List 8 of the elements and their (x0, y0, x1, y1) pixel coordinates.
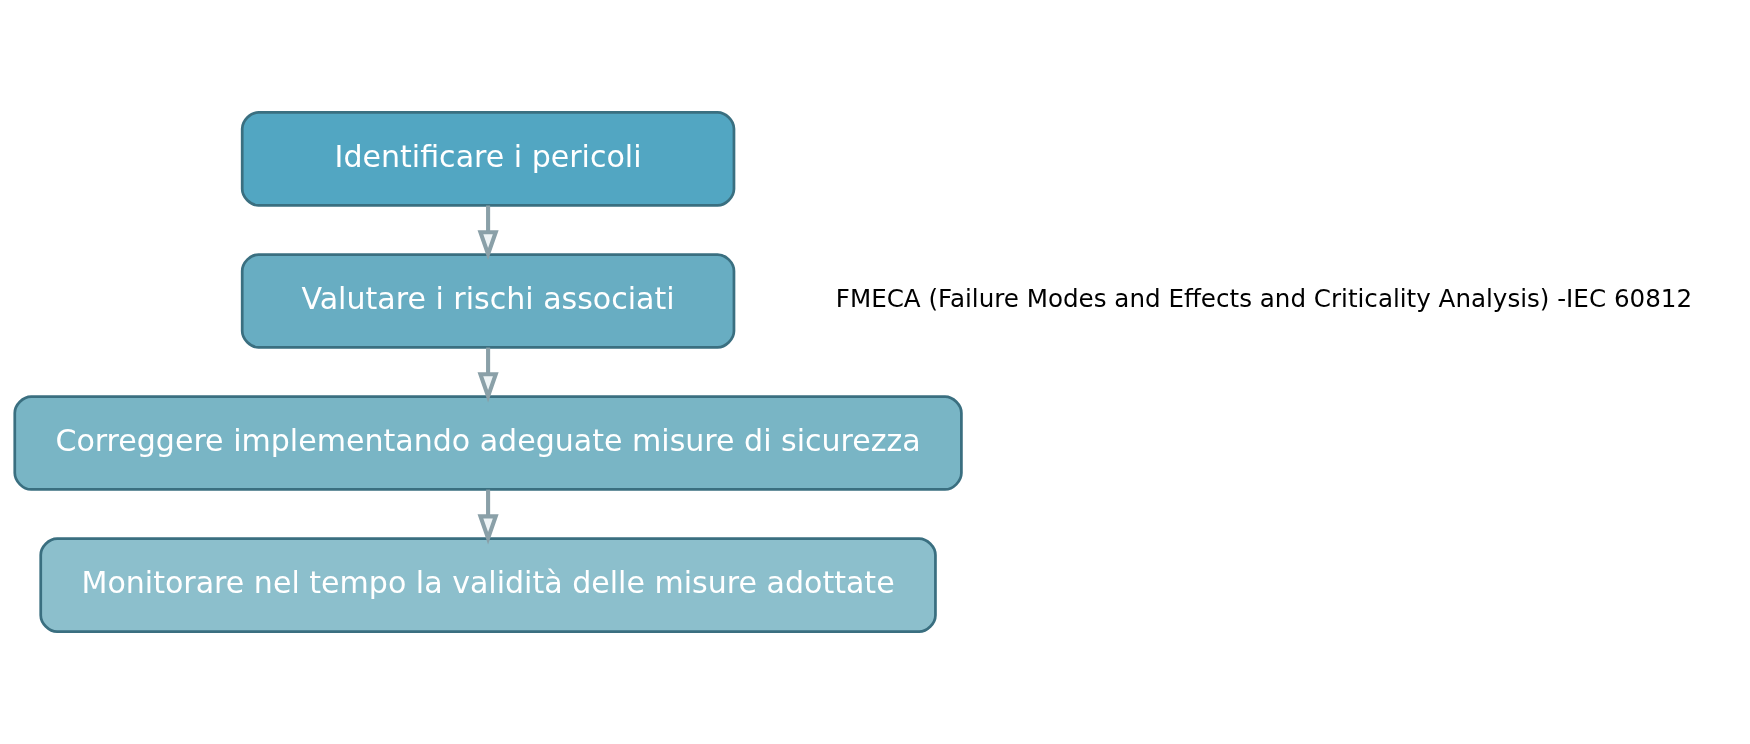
node-box: Identificare i pericoli (240, 111, 736, 207)
arrow (477, 347, 499, 403)
arrow (477, 489, 499, 545)
arrow (477, 205, 499, 261)
node-box: Valutare i rischi associati (240, 253, 736, 349)
label: FMECA (Failure Modes and Effects and Criticality Analysis) -IEC 60812 (835, 283, 1693, 313)
node-box: Monitorare nel tempo la validità delle misure adottate (39, 537, 937, 633)
node-box: Correggere implementando adeguate misure di sicurezza (13, 395, 963, 491)
